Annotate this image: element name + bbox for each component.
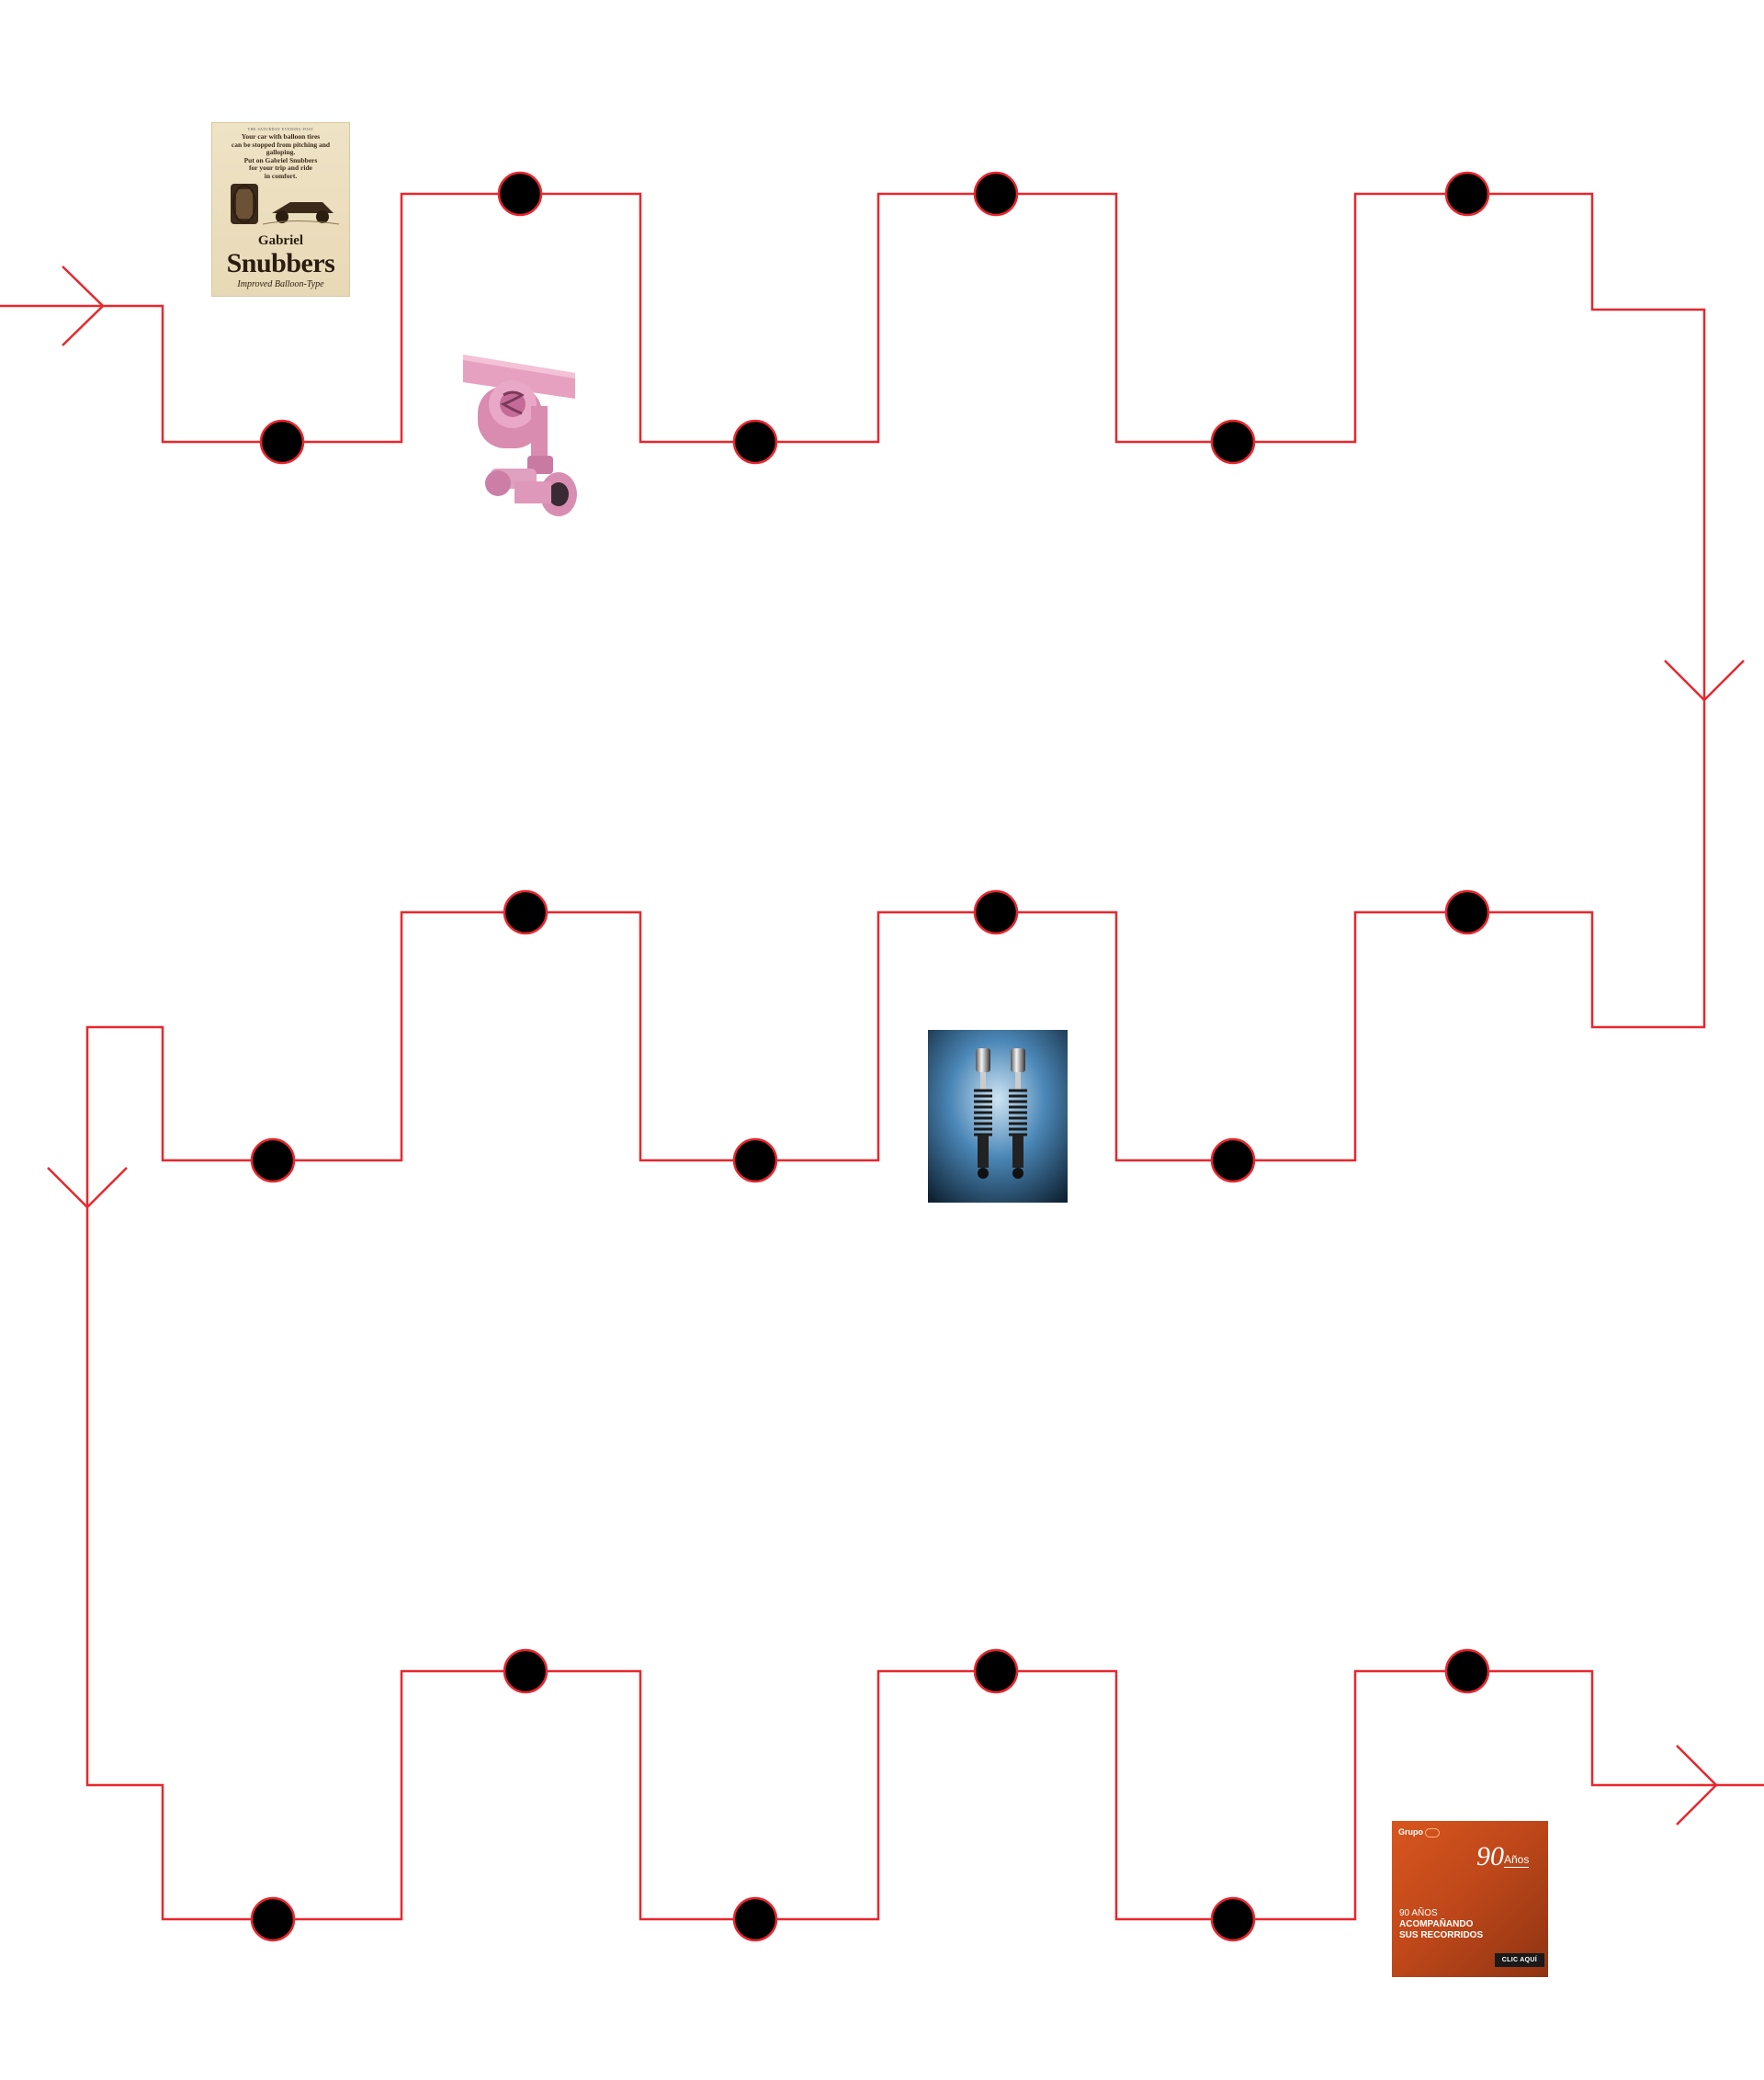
timeline-node[interactable]	[1210, 419, 1256, 465]
arrow-right-icon	[1676, 1745, 1718, 1826]
grupo-logo-icon	[1425, 1827, 1440, 1837]
timeline-node[interactable]	[973, 1648, 1019, 1694]
timeline-node[interactable]	[1444, 171, 1490, 217]
timeline-node[interactable]	[250, 1896, 296, 1942]
shock-absorbers-image	[928, 1030, 1068, 1203]
timeline-node[interactable]	[250, 1137, 296, 1183]
timeline-node[interactable]	[1444, 1648, 1490, 1694]
banner-line3: SUS RECORRIDOS	[1399, 1930, 1484, 1940]
grupo-logo: Grupo	[1398, 1827, 1440, 1837]
ad-brand-snubbers: Snubbers	[226, 248, 335, 278]
timeline-node[interactable]	[1210, 1137, 1256, 1183]
banner-years: Años	[1504, 1853, 1530, 1868]
ad-headline-line: for your trip and ride	[249, 164, 312, 172]
timeline-node[interactable]	[732, 1896, 778, 1942]
timeline-node[interactable]	[973, 171, 1019, 217]
timeline-node[interactable]	[732, 1137, 778, 1183]
snubber-part-illustration	[463, 355, 577, 516]
timeline-node[interactable]	[1210, 1896, 1256, 1942]
timeline-node[interactable]	[503, 1648, 548, 1694]
path-row-1	[0, 192, 1764, 1921]
banner-line2: ACOMPAÑANDO	[1399, 1919, 1474, 1929]
shock-absorbers-illustration	[928, 1030, 1068, 1203]
banner-cta-button[interactable]: CLIC AQUÍ	[1494, 1953, 1544, 1967]
arrow-down-icon	[47, 1167, 128, 1209]
timeline-node[interactable]	[259, 419, 305, 465]
ad-headline-line: can be stopped from pitching and gallopi…	[231, 140, 331, 156]
timeline-node[interactable]	[497, 171, 543, 217]
snubber-part-image	[459, 347, 579, 524]
ad-brand-tagline: Improved Balloon-Type	[237, 279, 324, 289]
grupo-logo-text: Grupo	[1398, 1827, 1423, 1837]
arrow-right-icon	[62, 266, 105, 346]
ad-headline-line: in comfort.	[264, 171, 298, 180]
grupo-90-anos-banner[interactable]: Grupo 90 Años 90 AÑOS ACOMPAÑANDO SUS RE…	[1392, 1821, 1548, 1977]
timeline-node[interactable]	[732, 419, 778, 465]
banner-number: 90	[1476, 1841, 1504, 1871]
timeline-node[interactable]	[1444, 889, 1490, 935]
ad-headline: Your car with balloon tires can be stopp…	[220, 132, 342, 180]
arrow-down-icon	[1664, 660, 1745, 702]
ad-top-line: THE SATURDAY EVENING POST	[247, 127, 314, 131]
ad-brand-gabriel: Gabriel	[257, 233, 304, 248]
ad-headline-line: Put on Gabriel Snubbers	[243, 155, 318, 164]
banner-line1: 90 AÑOS	[1399, 1908, 1438, 1918]
timeline-node[interactable]	[973, 889, 1019, 935]
gabriel-snubbers-ad: THE SATURDAY EVENING POST Your car with …	[211, 122, 350, 297]
ad-illustration	[231, 184, 340, 225]
ad-headline-line: Your car with balloon tires	[241, 132, 321, 141]
timeline-node[interactable]	[503, 889, 548, 935]
